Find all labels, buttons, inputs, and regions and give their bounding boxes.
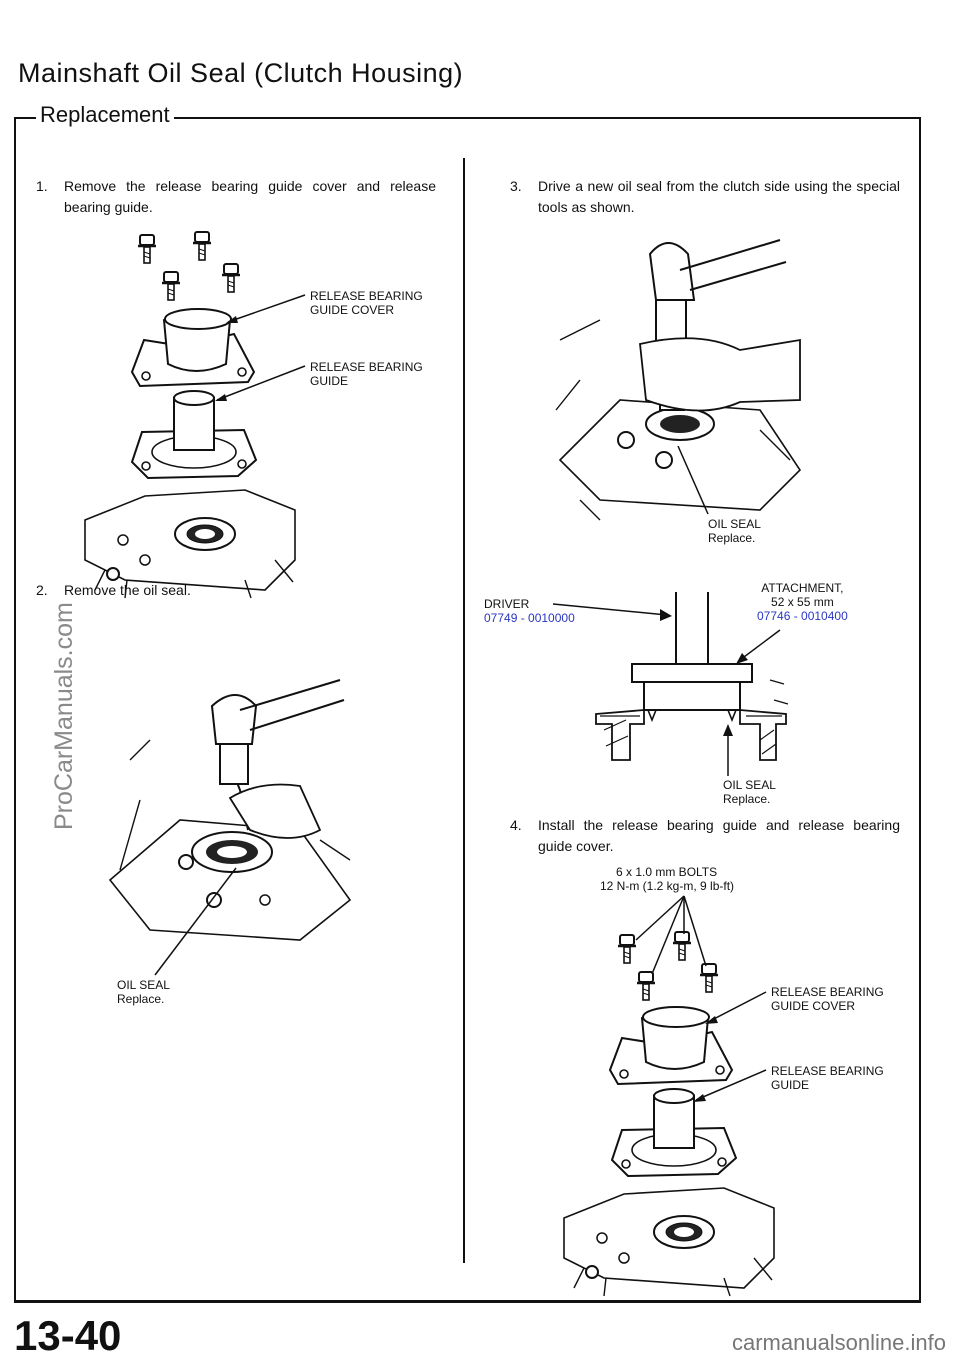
figure-driver-attachment: [552, 592, 789, 776]
page-number: 13-40: [14, 1312, 122, 1359]
watermark-bottom: carmanualsonline.info: [731, 1330, 946, 1355]
watermark-left: ProCarManuals.com: [50, 602, 78, 830]
figure-oil-seal-removal: [108, 679, 352, 976]
step-2: 2. Remove the oil seal.: [36, 580, 436, 601]
step-number: 2.: [36, 582, 48, 598]
figure-release-bearing-removal: [84, 230, 306, 599]
step-number: 3.: [510, 178, 522, 194]
column-divider: [463, 158, 465, 1263]
step-text: Install the release bearing guide and re…: [538, 817, 900, 854]
label-release-bearing-guide-install: RELEASE BEARING GUIDE: [771, 1064, 884, 1092]
label-release-bearing-guide: RELEASE BEARING GUIDE: [310, 360, 423, 388]
step-number: 4.: [510, 817, 522, 833]
step-3: 3. Drive a new oil seal from the clutch …: [510, 176, 900, 218]
step-4: 4. Install the release bearing guide and…: [510, 815, 900, 857]
figure-release-bearing-install: [563, 895, 775, 1297]
label-oil-seal-drive: OIL SEAL Replace.: [708, 517, 761, 545]
label-release-bearing-guide-cover-install: RELEASE BEARING GUIDE COVER: [771, 985, 884, 1013]
label-attachment: ATTACHMENT, 52 x 55 mm 07746 - 0010400: [757, 581, 848, 623]
label-driver: DRIVER 07749 - 0010000: [484, 597, 575, 625]
step-number: 1.: [36, 178, 48, 194]
figure-oil-seal-drive: [555, 239, 802, 521]
section-heading: Replacement: [36, 102, 174, 128]
part-number: 07746 - 0010400: [757, 609, 848, 623]
label-release-bearing-guide-cover: RELEASE BEARING GUIDE COVER: [310, 289, 423, 317]
label-oil-seal-installed: OIL SEAL Replace.: [723, 778, 776, 806]
step-text: Remove the oil seal.: [64, 582, 191, 598]
content-frame: [14, 117, 921, 1303]
page-title: Mainshaft Oil Seal (Clutch Housing): [18, 58, 464, 88]
part-number: 07749 - 0010000: [484, 611, 575, 625]
step-1: 1. Remove the release bearing guide cove…: [36, 176, 436, 218]
step-text: Drive a new oil seal from the clutch sid…: [538, 178, 900, 215]
label-oil-seal-removal: OIL SEAL Replace.: [117, 978, 170, 1006]
label-bolts-torque: 6 x 1.0 mm BOLTS 12 N-m (1.2 kg-m, 9 lb-…: [600, 865, 735, 893]
step-text: Remove the release bearing guide cover a…: [64, 178, 436, 215]
